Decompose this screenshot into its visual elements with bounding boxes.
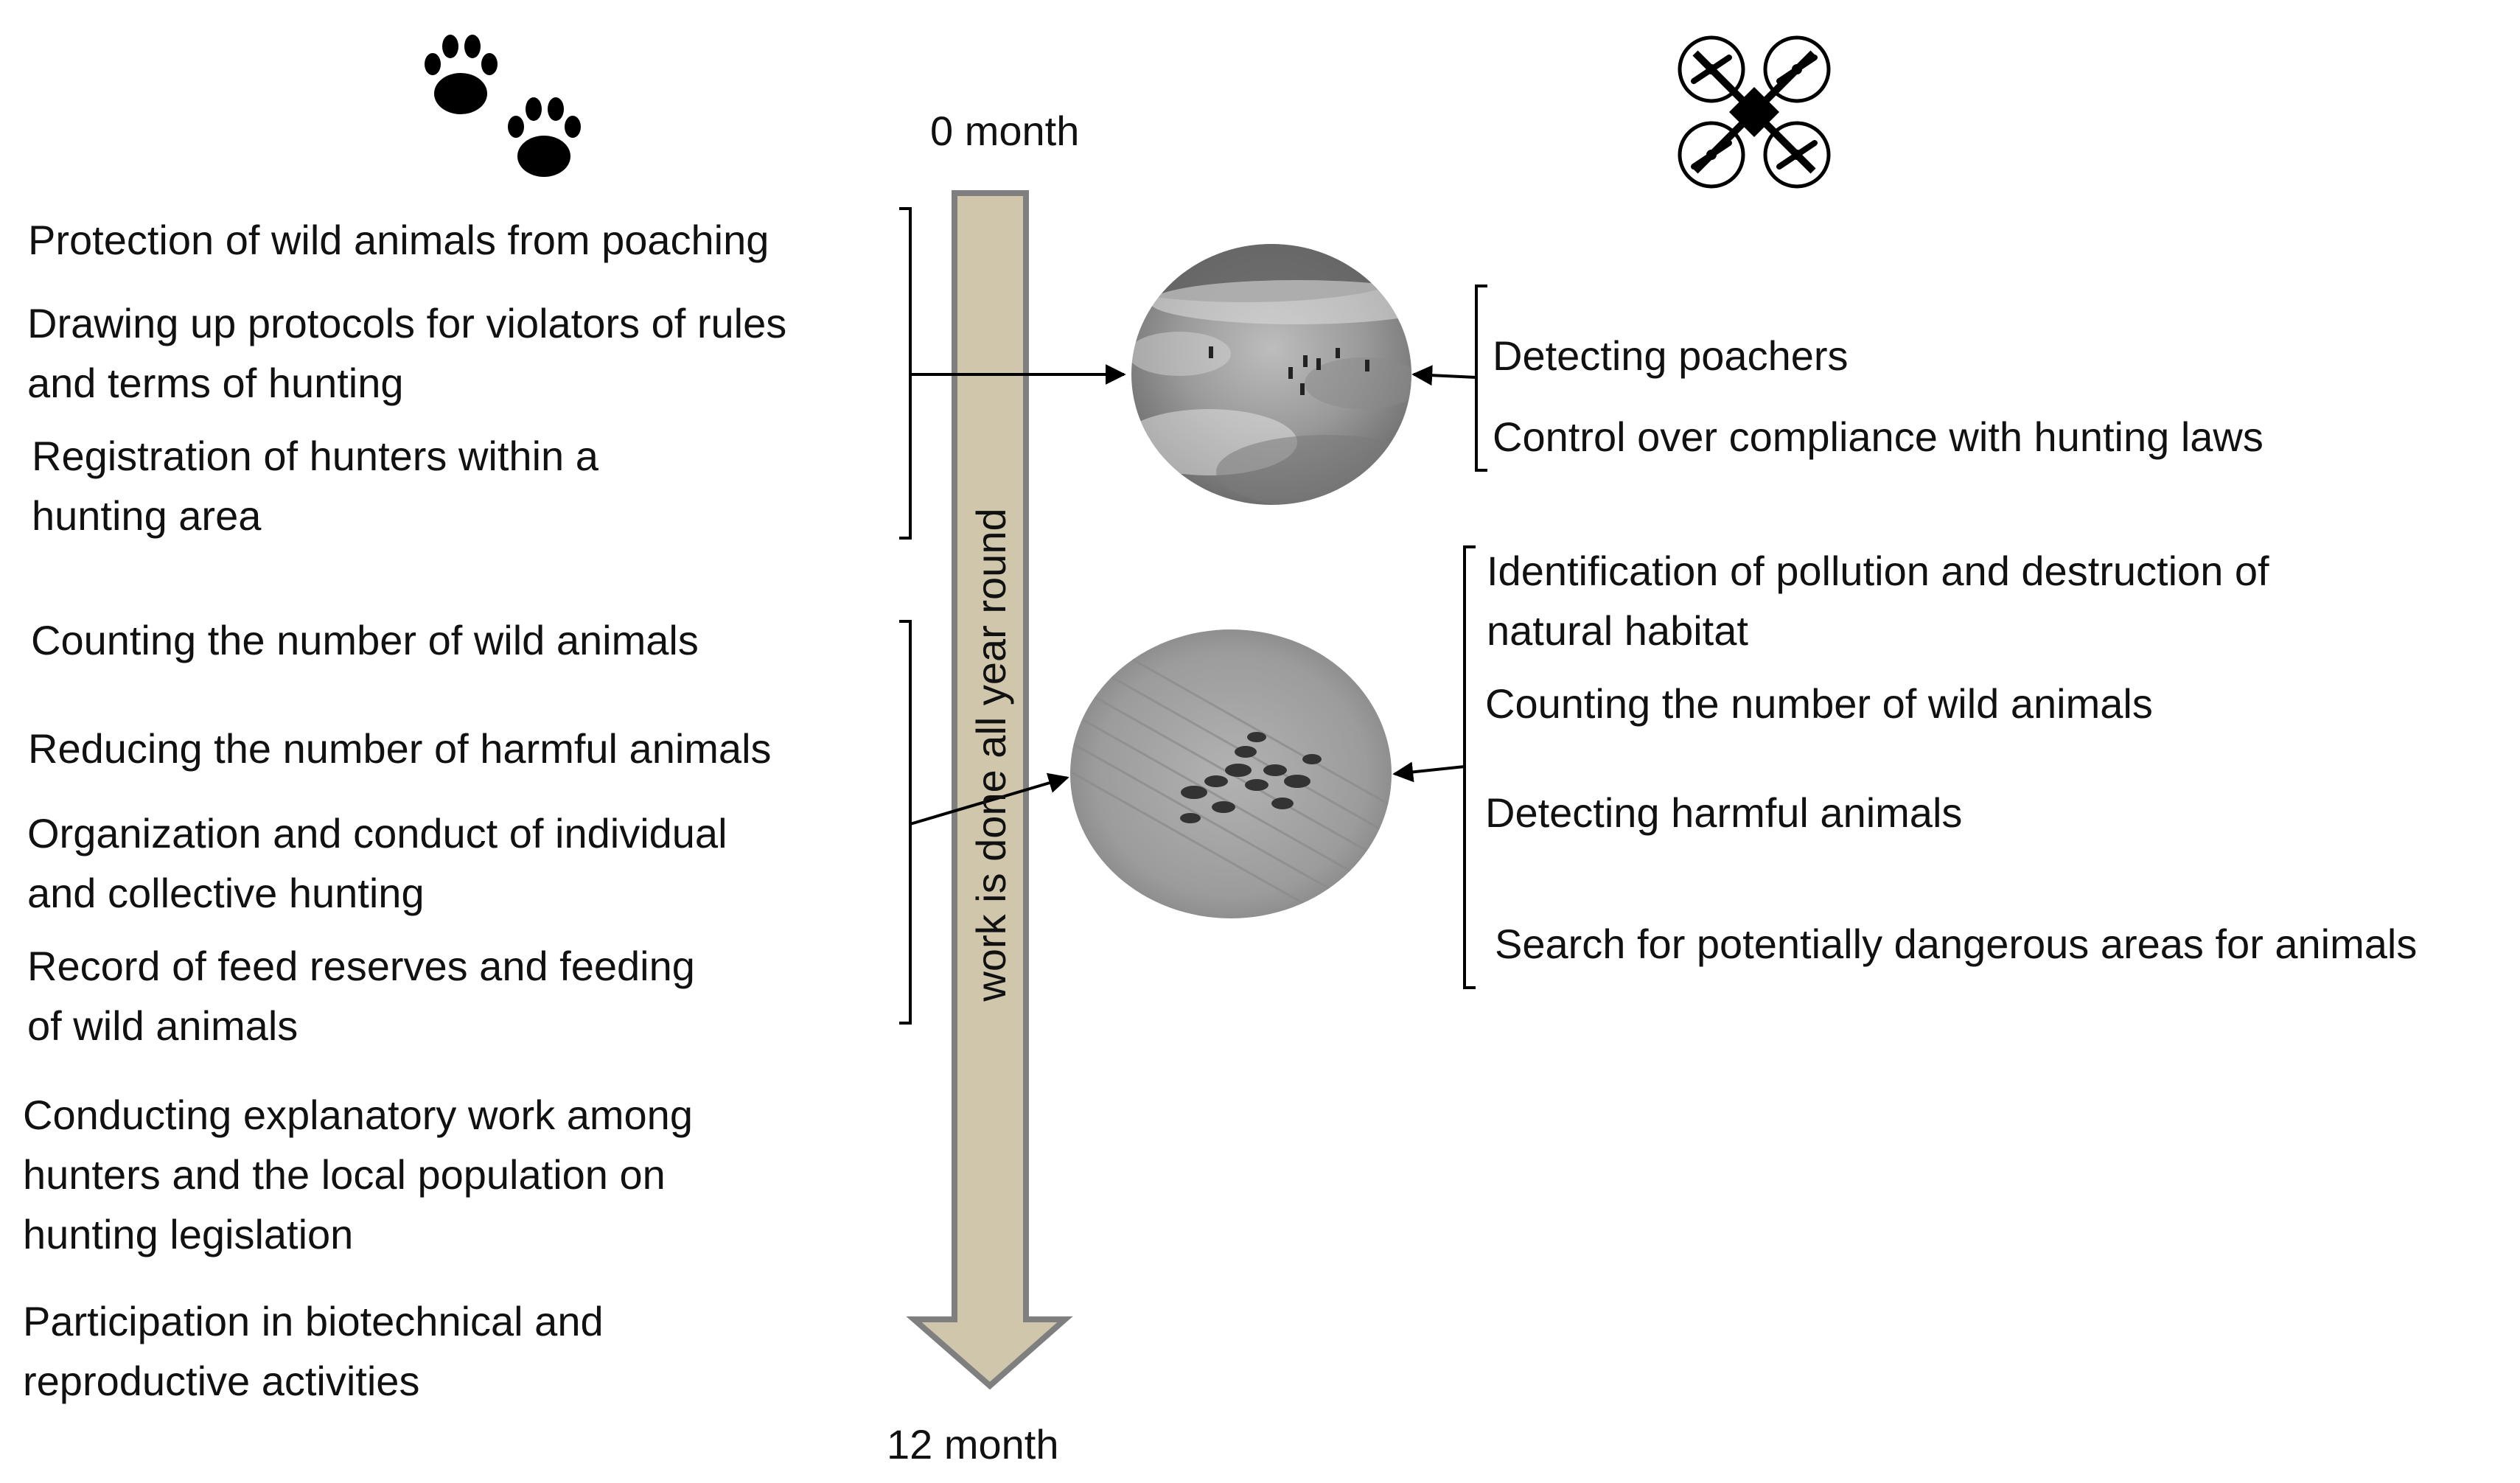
- left-bracket-1: [899, 207, 912, 540]
- left-item-feed-reserves: Record of feed reserves and feeding of w…: [27, 943, 695, 1049]
- left-item-counting-animals: Counting the number of wild animals: [31, 617, 699, 663]
- left-item-hunter-registration: Registration of hunters within a hunting…: [32, 433, 598, 539]
- right-arrow-2: [1392, 761, 1465, 783]
- right-item-hunting-law-control: Control over compliance with hunting law…: [1493, 414, 2264, 460]
- timeline-end-label: 12 month: [887, 1421, 1059, 1468]
- right-item-detecting-poachers: Detecting poachers: [1493, 332, 1849, 379]
- left-item-organizing-hunting: Organization and conduct of individual a…: [27, 810, 727, 916]
- left-item-explanatory-work: Conducting explanatory work among hunter…: [23, 1092, 693, 1257]
- right-item-dangerous-areas: Search for potentially dangerous areas f…: [1495, 921, 2418, 967]
- right-arrow-1: [1411, 365, 1477, 386]
- left-arrow-2: [910, 772, 1069, 826]
- left-item-violator-protocols: Drawing up protocols for violators of ru…: [27, 300, 787, 406]
- right-item-pollution-identification: Identification of pollution and destruct…: [1487, 548, 2269, 654]
- timeline-arrow-label: work is done all year round: [968, 508, 1014, 1002]
- drone-icon: [1678, 35, 1831, 189]
- timeline-start-label: 0 month: [930, 108, 1080, 154]
- right-bracket-1: [1475, 285, 1487, 472]
- left-item-reducing-harmful: Reducing the number of harmful animals: [28, 725, 772, 772]
- timeline-arrow: [906, 190, 1073, 1390]
- right-item-counting-animals: Counting the number of wild animals: [1485, 680, 2153, 727]
- right-bracket-2: [1463, 545, 1476, 989]
- poachers-aerial-photo: [1131, 244, 1411, 505]
- left-bracket-2: [899, 620, 912, 1025]
- herd-aerial-photo: [1070, 629, 1392, 918]
- left-item-poaching-protection: Protection of wild animals from poaching: [28, 217, 769, 263]
- right-item-detecting-harmful: Detecting harmful animals: [1485, 789, 1963, 836]
- left-item-biotechnical: Participation in biotechnical and reprod…: [23, 1298, 604, 1404]
- paw-prints-icon: [425, 35, 581, 177]
